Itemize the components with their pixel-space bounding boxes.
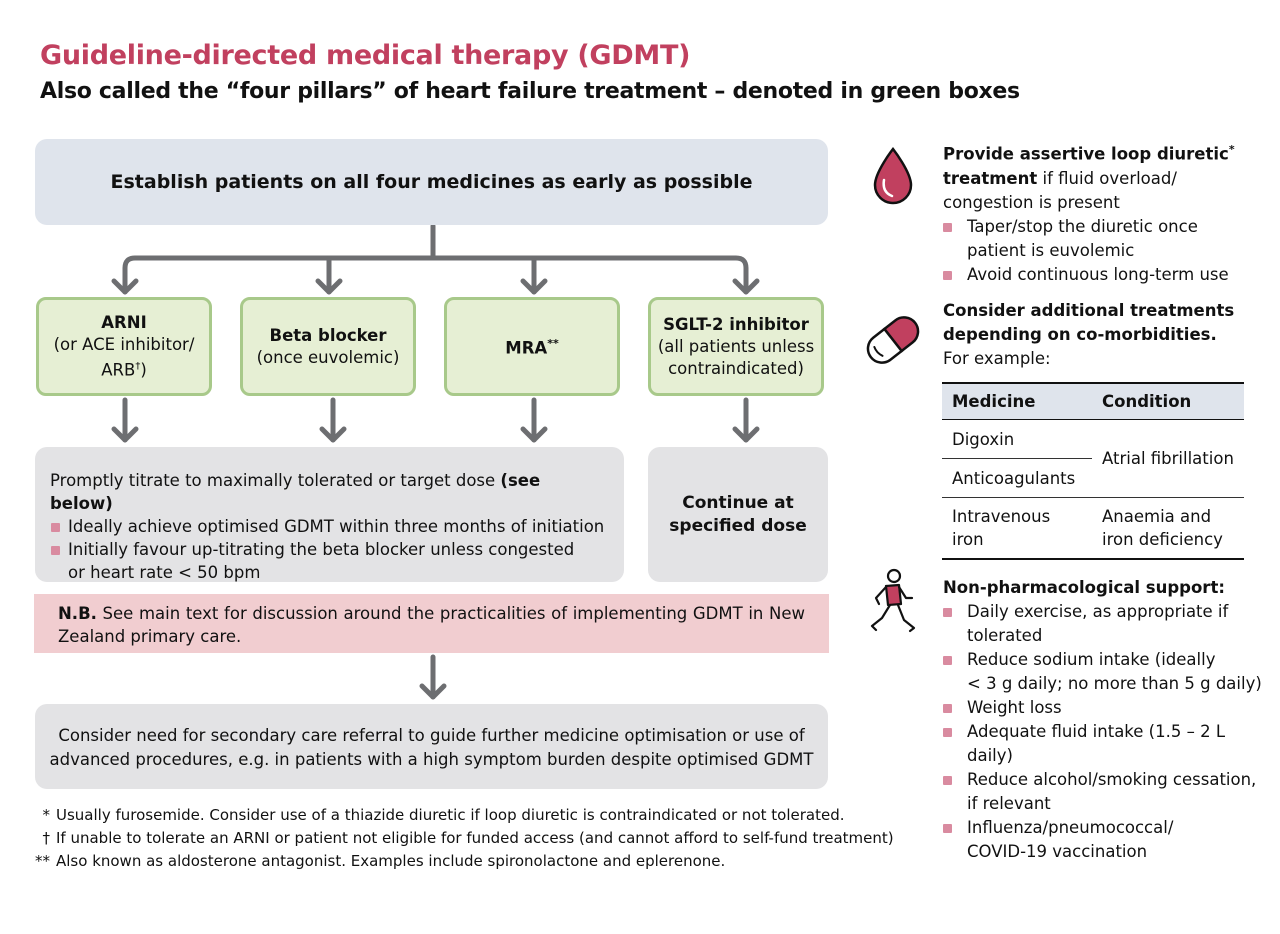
nb-note: N.B. See main text for discussion around… [34,594,829,653]
additional-heading-2: depending on co-morbidities. [943,325,1217,344]
additional-text: For example: [943,349,1051,368]
pillar-detail: (once euvolemic) [256,347,400,367]
table-header: Condition [1092,382,1244,420]
pillar-detail-2: contraindicated) [668,358,804,378]
pillar-mra: MRA** [444,297,620,396]
capsule-icon [866,316,920,364]
table-row: Digoxin Atrial fibrillation [942,419,1244,498]
nonpharm-bullet: Reduce alcohol/smoking cessation,if rele… [943,768,1263,816]
table-cell: Digoxin [942,419,1092,459]
table-cell: Anticoagulants [942,458,1092,498]
nonpharm-bullet: Weight loss [943,696,1263,720]
pillar-sglt2: SGLT-2 inhibitor (all patients unless co… [648,297,824,396]
pillar-detail: (or ACE inhibitor/ [53,334,195,354]
pillar-beta-blocker: Beta blocker (once euvolemic) [240,297,416,396]
pillar-name: ARNI [101,312,147,332]
table-cell: Atrial fibrillation [1092,419,1244,498]
additional-section: Consider additional treatments depending… [943,299,1253,371]
table-row: Anticoagulants [942,458,1244,498]
pillar-name: Beta blocker [269,325,387,345]
referral-box: Consider need for secondary care referra… [35,704,828,789]
pillar-arni: ARNI (or ACE inhibitor/ ARB†) [36,297,212,396]
titrate-bullet: Ideally achieve optimised GDMT within th… [50,515,608,538]
table-header: Medicine [942,382,1092,420]
titrate-lead: Promptly titrate to maximally tolerated … [50,471,541,513]
blood-drop-icon [873,146,913,205]
nonpharm-heading: Non-pharmacological support: [943,578,1225,597]
footnote: **Also known as aldosterone antagonist. … [35,852,726,870]
diuretic-heading: Provide assertive loop diuretic* [943,143,1235,164]
walking-person-icon [870,568,916,633]
pillar-detail-2: ARB†) [101,360,147,380]
diuretic-bullet: Taper/stop the diuretic once patient is … [943,215,1243,263]
establish-box: Establish patients on all four medicines… [35,139,828,225]
nonpharm-section: Non-pharmacological support: Daily exerc… [943,576,1263,864]
diuretic-heading-2: treatment if fluid overload/ [943,168,1177,188]
additional-heading: Consider additional treatments [943,301,1235,320]
titrate-bullet: Initially favour up-titrating the beta b… [50,538,588,584]
diuretic-bullet: Avoid continuous long-term use [943,263,1243,287]
footnote: *Usually furosemide. Consider use of a t… [42,806,845,824]
diuretic-section: Provide assertive loop diuretic* treatme… [943,138,1243,287]
nonpharm-bullet: Reduce sodium intake (ideally< 3 g daily… [943,648,1263,696]
diuretic-text: congestion is present [943,192,1120,212]
titrate-box: Promptly titrate to maximally tolerated … [35,447,624,582]
pillar-name: SGLT-2 inhibitor [663,314,809,334]
pillar-detail: (all patients unless [657,336,815,356]
nonpharm-bullet: Influenza/pneumococcal/COVID-19 vaccinat… [943,816,1263,864]
footnote: †If unable to tolerate an ARNI or patien… [42,829,894,847]
comorbidity-table: Medicine Condition Digoxin Atrial fibril… [942,382,1244,560]
table-header-row: Medicine Condition [942,382,1244,420]
page-title: Guideline-directed medical therapy (GDMT… [40,40,691,71]
pillar-name: MRA** [505,337,559,358]
page-subtitle: Also called the “four pillars” of heart … [40,79,1020,104]
